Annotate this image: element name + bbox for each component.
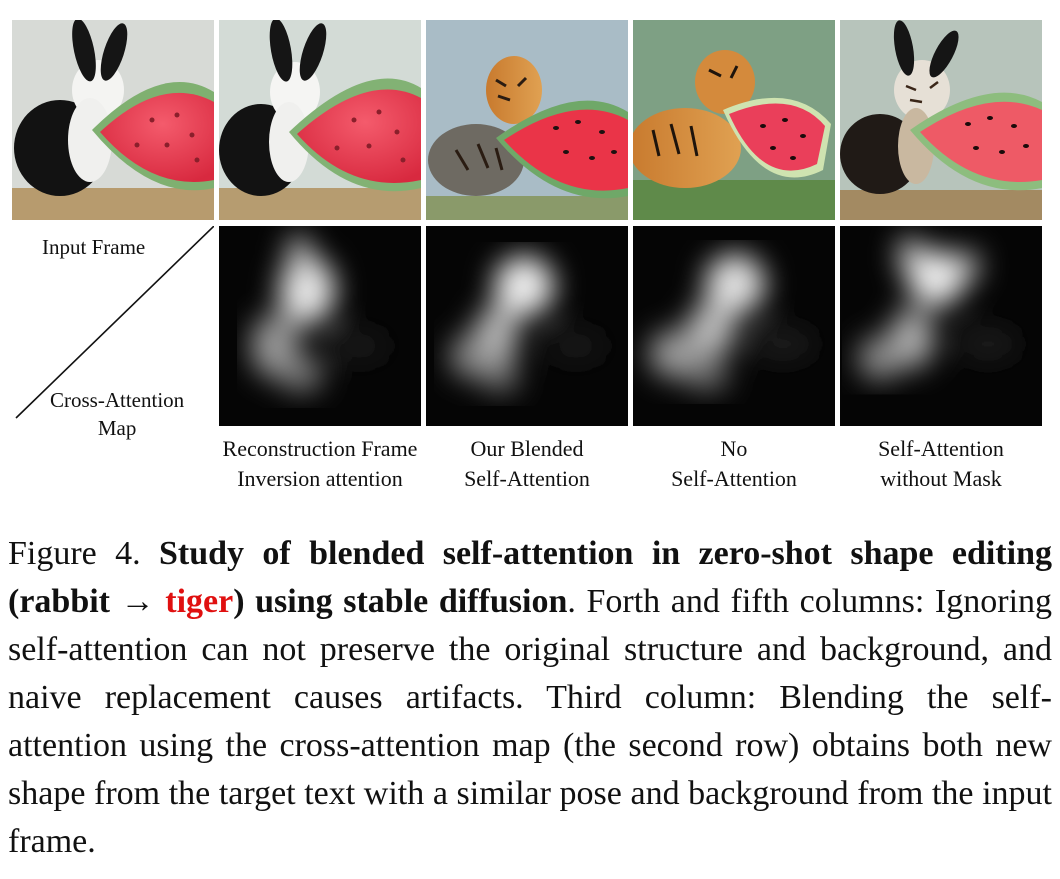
figure-panel: Input Frame Cross-Attention Map <box>12 20 1042 491</box>
input-frame-image <box>12 20 214 220</box>
row-label-cross-attention-map: Cross-Attention Map <box>50 388 185 440</box>
column-label-reconstruction: Reconstruction Frame Inversion attention <box>222 436 418 491</box>
caption-body: . Forth and fifth columns: Ignoring self… <box>8 583 1053 860</box>
column-label-without-mask: Self-Attention without Mask <box>878 436 1004 491</box>
column-label-no-self-attention: No Self-Attention <box>671 436 797 491</box>
column-label-blended: Our Blended Self-Attention <box>464 436 590 491</box>
caption-bold-part2: ) using stable diffusion <box>233 583 568 620</box>
figure-caption: Figure 4. Study of blended self-attentio… <box>8 530 1052 866</box>
no-self-attention-image <box>633 20 835 220</box>
caption-highlight-tiger: tiger <box>165 583 234 620</box>
caption-arrow: → <box>120 583 155 620</box>
blended-self-attention-image <box>426 20 628 220</box>
row-label-input-frame: Input Frame <box>42 235 146 259</box>
attention-map-no-self-attention <box>633 226 835 426</box>
row-column-header-cell: Input Frame Cross-Attention Map <box>12 226 214 440</box>
caption-label: Figure 4. <box>8 535 159 572</box>
caption-bold-title: Study of blended self-attention in zero-… <box>8 535 1052 620</box>
attention-map-blended <box>426 226 628 426</box>
self-attention-without-mask-image <box>840 20 1042 220</box>
attention-map-reconstruction <box>219 226 421 426</box>
reconstruction-frame-image <box>219 20 421 220</box>
attention-map-without-mask <box>840 226 1042 426</box>
caption-bold-part1: Study of blended self-attention in zero-… <box>8 535 1052 620</box>
